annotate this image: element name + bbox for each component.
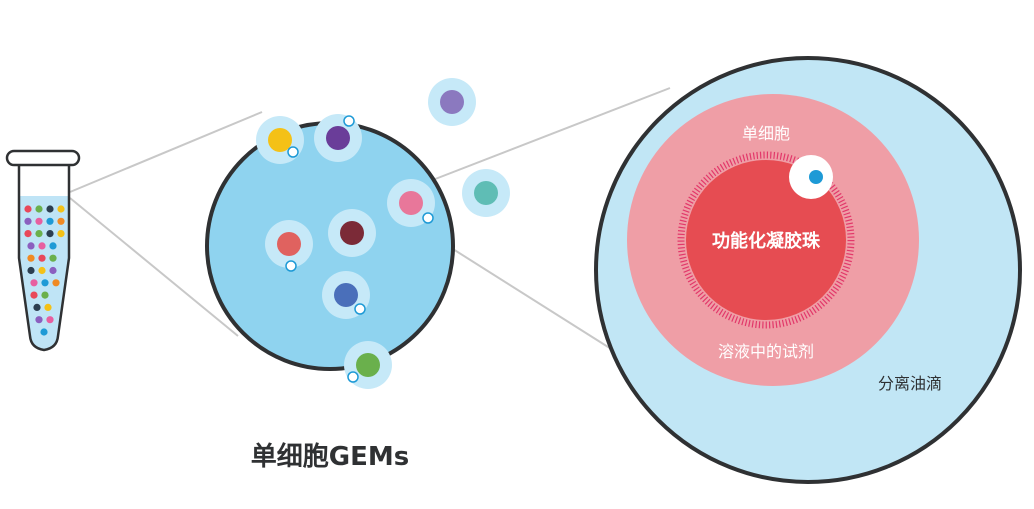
connector-lines <box>69 87 671 353</box>
tube-cell-dot <box>27 266 35 275</box>
gem-cell <box>474 181 498 205</box>
gem-partition <box>265 220 313 272</box>
tube-cell-dot <box>27 254 35 262</box>
gem-partition <box>462 169 510 217</box>
gem-cell <box>334 283 358 307</box>
gem-partitions <box>256 78 510 389</box>
gem-partition <box>428 78 476 126</box>
tube-cell-dot <box>46 230 54 238</box>
tube-cell-dot <box>41 291 49 299</box>
tube-cell-dot <box>38 266 46 275</box>
connector-droplet-top <box>411 87 671 189</box>
label-functional-bead: 功能化凝胶珠 <box>712 231 820 252</box>
gem-cell <box>277 232 301 256</box>
gem-bead <box>285 260 297 272</box>
tube-cell-dot <box>49 254 57 262</box>
tube-cell-dot <box>46 205 54 213</box>
tube-cell-dot <box>52 279 60 287</box>
gem-partition <box>256 116 304 164</box>
gem-bead <box>422 212 434 224</box>
gem-cell <box>326 126 350 150</box>
tube-cell-dot <box>35 217 43 225</box>
tube-cell-dot <box>30 279 38 287</box>
tube-cell-dot <box>35 205 43 213</box>
tube-cell-dot <box>27 242 35 250</box>
gem-partition <box>387 179 435 227</box>
bead-oligo-fringe <box>677 151 855 329</box>
label-single-cell: 单细胞 <box>741 124 790 143</box>
tube-cell-dot <box>38 242 46 250</box>
label-oil-droplet: 分离油滴 <box>877 374 942 393</box>
test-tube <box>5 149 81 352</box>
gem-cell <box>399 191 423 215</box>
gem-bead <box>354 303 366 315</box>
tube-cell-dots <box>24 205 65 336</box>
gem-bead <box>343 115 355 127</box>
tube-cell-dot <box>57 230 65 238</box>
tube-cell-dot <box>49 266 57 275</box>
connector-tube-top <box>69 111 263 193</box>
single-cell-nucleus <box>809 170 823 184</box>
gem-cell <box>340 221 364 245</box>
zoomed-gem <box>594 56 1022 484</box>
tube-cell-dot <box>35 230 43 238</box>
gem-partition <box>344 341 392 389</box>
tube-cell-dot <box>46 316 54 324</box>
functional-bead <box>686 160 846 320</box>
gem-cell <box>356 353 380 377</box>
tube-cell-dot <box>30 291 38 299</box>
connector-tube-bottom <box>69 197 239 337</box>
gem-partition <box>314 114 362 162</box>
gem-bead <box>347 371 359 383</box>
tube-cell-dot <box>44 303 52 311</box>
tube-cell-dot <box>33 303 41 311</box>
gem-partition <box>322 271 370 319</box>
gem-partition <box>328 209 376 257</box>
connector-droplet-bottom <box>425 231 617 353</box>
tube-body <box>17 166 71 352</box>
tube-cell-dot <box>41 279 49 287</box>
gems-droplet <box>205 78 510 389</box>
tube-cap <box>5 149 81 167</box>
tube-cell-dot <box>40 328 48 336</box>
label-reagent-in-solution: 溶液中的试剂 <box>717 342 814 361</box>
gem-cell <box>268 128 292 152</box>
gem-cell <box>440 90 464 114</box>
gem-bead <box>287 146 299 158</box>
tube-cell-dot <box>57 217 65 225</box>
tube-cell-dot <box>24 217 32 225</box>
tube-cell-dot <box>24 230 32 238</box>
tube-cell-dot <box>49 242 57 250</box>
tube-cell-dot <box>46 217 54 225</box>
gems-caption: 单细胞GEMs <box>250 442 410 472</box>
tube-cell-dot <box>57 205 65 213</box>
tube-cell-dot <box>38 254 46 262</box>
tube-cell-dot <box>35 316 43 324</box>
tube-cell-dot <box>24 205 32 213</box>
